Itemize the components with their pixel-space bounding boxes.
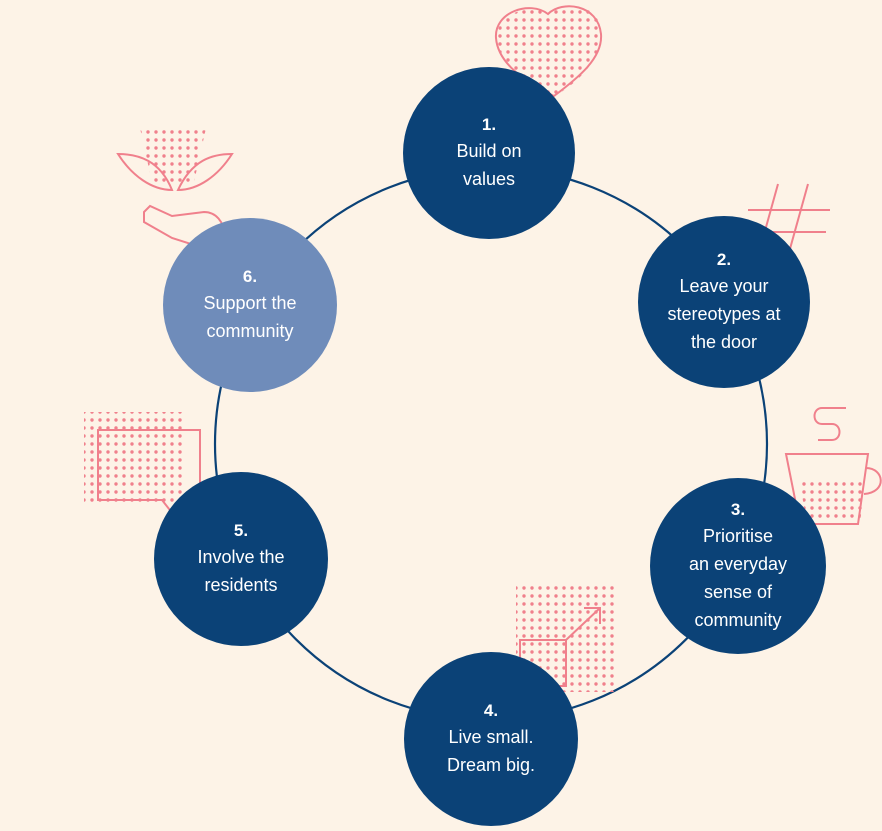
step-number: 3. (730, 500, 746, 519)
step-node-3: 3. Prioritise an everyday sense of commu… (650, 478, 826, 654)
step-number: 4. (483, 701, 499, 720)
coffee-cup-icon (784, 407, 882, 525)
step-label: Involve the residents (197, 547, 285, 595)
step-number: 2. (716, 250, 732, 269)
step-number: 1. (481, 115, 497, 134)
step-label: Build on values (456, 141, 522, 189)
step-label: Leave your stereotypes at the door (667, 276, 781, 352)
step-number: 5. (233, 521, 249, 540)
step-node-1: 1. Build on values (403, 67, 575, 239)
step-node-6: 6. Support the community (163, 218, 337, 392)
step-label: Live small. Dream big. (446, 727, 536, 775)
step-label: Support the community (203, 293, 297, 341)
step-node-5: 5. Involve the residents (154, 472, 328, 646)
step-number: 6. (242, 267, 258, 286)
hand-plant-icon (116, 128, 234, 260)
speech-bubble-icon (84, 412, 201, 532)
step-node-4: 4. Live small. Dream big. (404, 652, 578, 826)
step-node-2: 2. Leave your stereotypes at the door (638, 216, 810, 388)
step-label: Prioritise an everyday sense of communit… (688, 526, 788, 630)
